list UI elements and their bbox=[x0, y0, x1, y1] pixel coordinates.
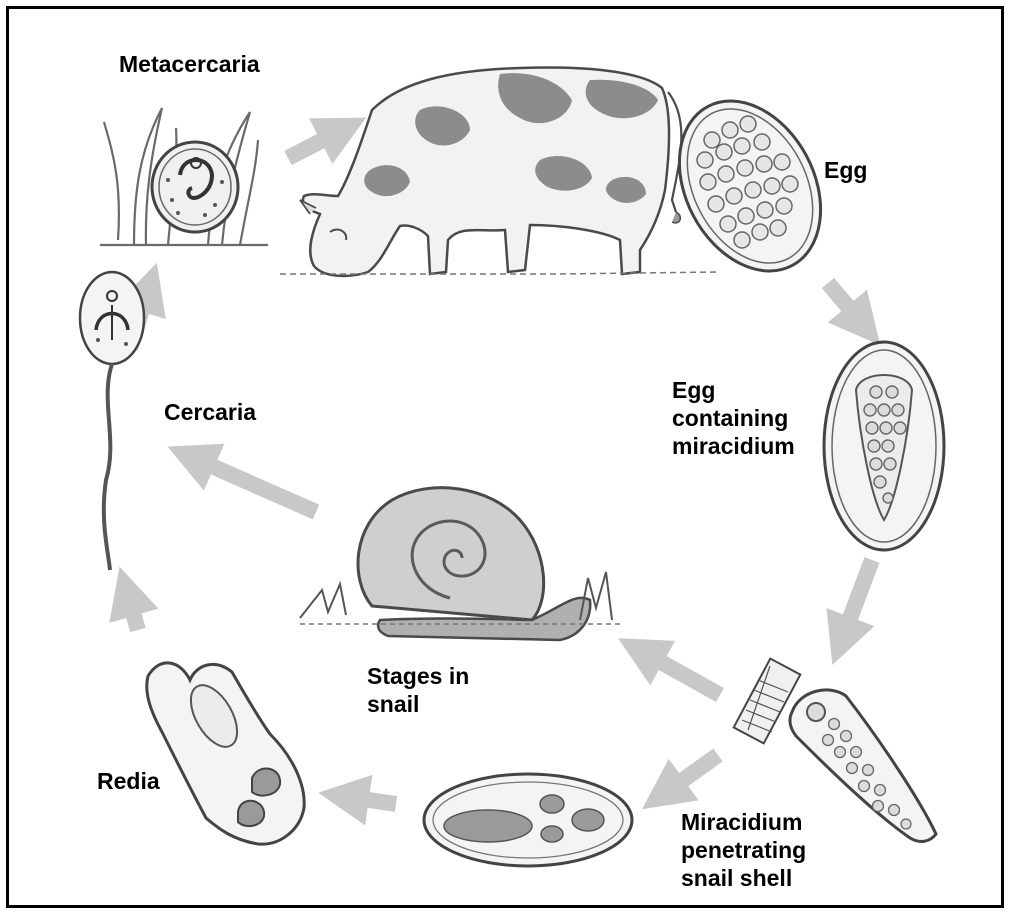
arrow-egg-to-embryonated-egg bbox=[828, 283, 870, 333]
label-stages-in-line: Stages in bbox=[367, 662, 469, 690]
arrow-snail-to-cercaria bbox=[182, 453, 316, 512]
redia bbox=[147, 663, 304, 844]
snail bbox=[300, 488, 620, 640]
snail-shell-fragment bbox=[734, 659, 801, 744]
arrow-miracidium-to-snail bbox=[632, 646, 720, 695]
sporocyst bbox=[424, 774, 632, 866]
cow-host bbox=[280, 68, 720, 276]
label-cercaria: Cercaria bbox=[164, 398, 256, 426]
arrow-redia-to-cercaria bbox=[124, 582, 138, 630]
arrow-sporocyst-to-redia bbox=[334, 795, 396, 804]
metacercaria-cyst bbox=[152, 142, 238, 232]
label-egg-line: Egg bbox=[672, 376, 795, 404]
label-snail-line: snail bbox=[367, 690, 469, 718]
label-miracidium-line: Miracidium bbox=[681, 808, 806, 836]
egg bbox=[651, 76, 849, 295]
label-snail-shell-line: snail shell bbox=[681, 864, 806, 892]
cercaria bbox=[80, 272, 144, 570]
label-stages-in-snail: Stages in snail bbox=[367, 662, 469, 718]
label-penetrating-line: penetrating bbox=[681, 836, 806, 864]
label-egg: Egg bbox=[824, 156, 867, 184]
label-metacercaria: Metacercaria bbox=[119, 50, 260, 78]
label-miracidium-penetrating: Miracidium penetrating snail shell bbox=[681, 808, 806, 892]
label-containing-line: containing bbox=[672, 404, 795, 432]
egg-containing-miracidium bbox=[824, 342, 944, 550]
arrow-miracidium-to-sporocyst bbox=[655, 755, 718, 800]
label-miracidium-line: miracidium bbox=[672, 432, 795, 460]
arrow-egg-to-miracidium bbox=[838, 560, 872, 650]
label-redia: Redia bbox=[97, 767, 160, 795]
label-egg-containing-miracidium: Egg containing miracidium bbox=[672, 376, 795, 460]
arrow-metacercaria-to-cow bbox=[288, 125, 352, 158]
